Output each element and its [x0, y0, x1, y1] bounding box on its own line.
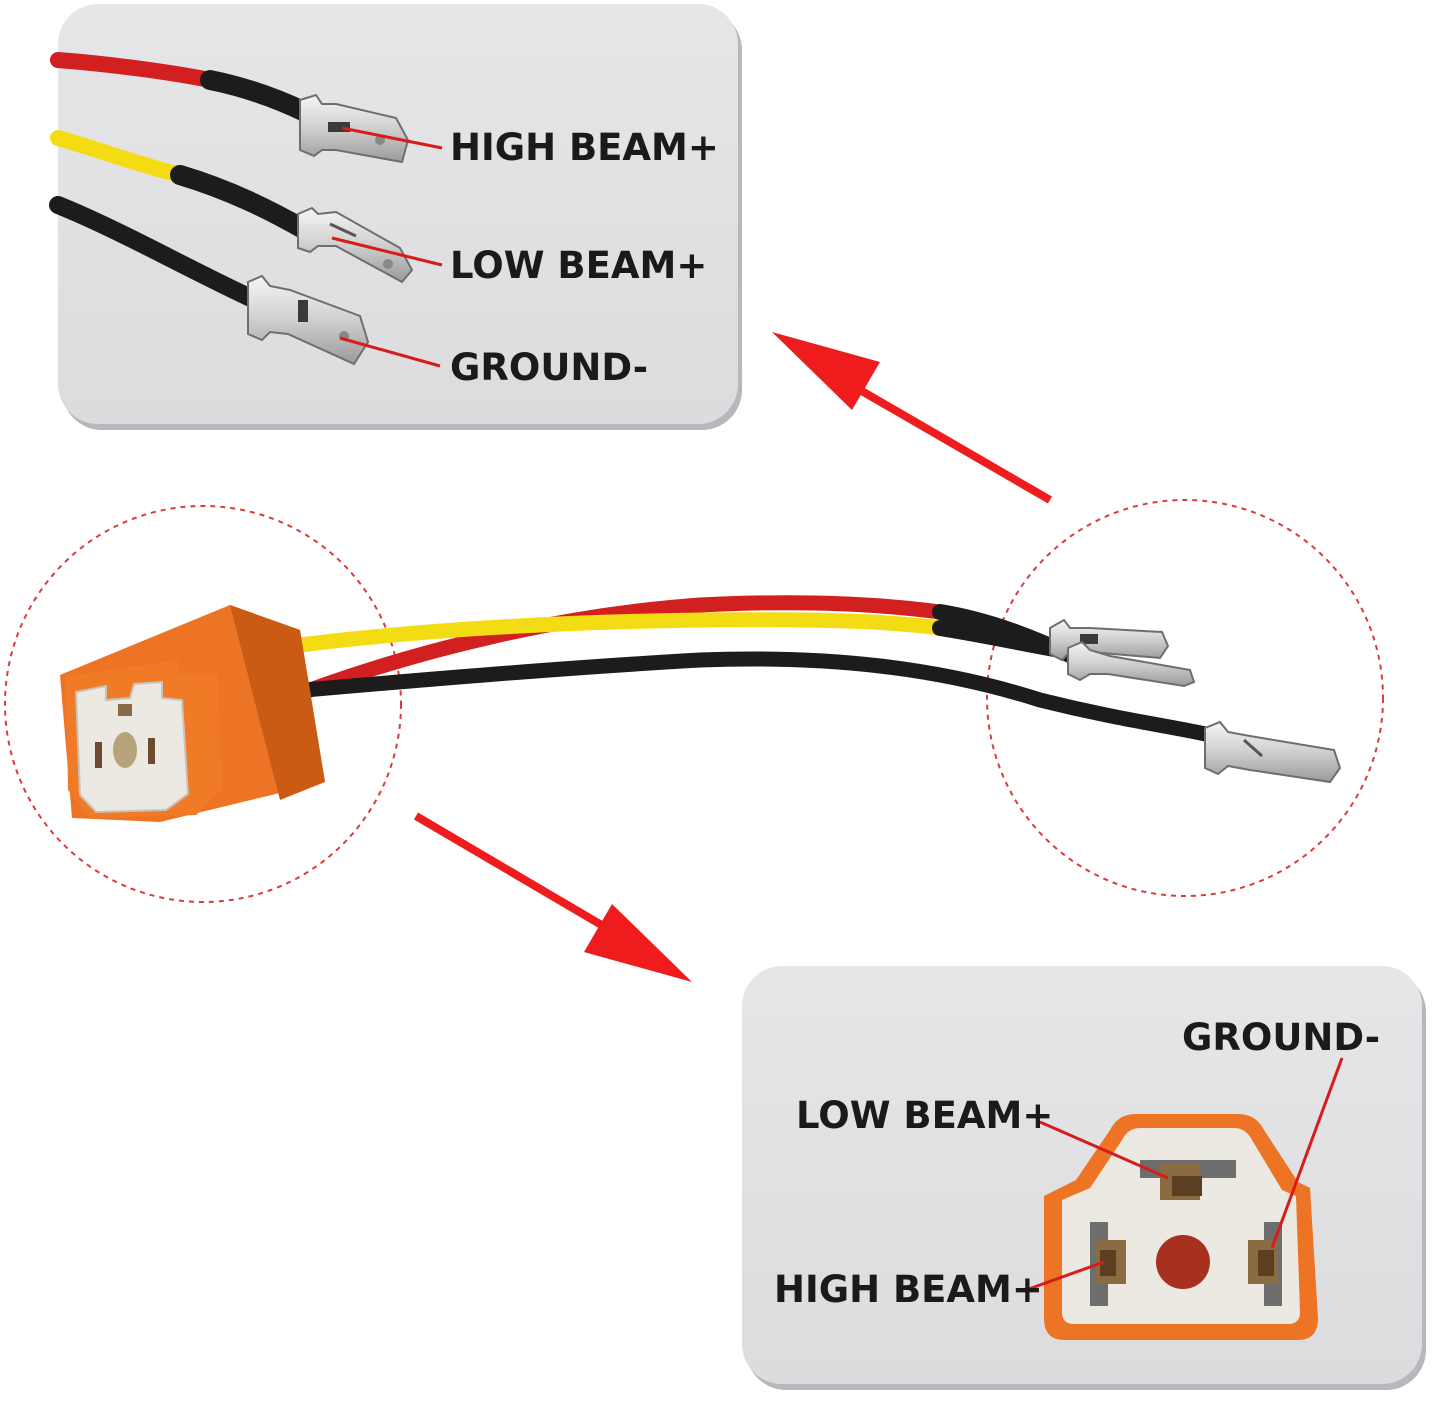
harness-connector: [60, 605, 325, 822]
bottom-leader-ground: [1270, 1057, 1344, 1249]
top-leader-low: [331, 236, 443, 267]
bottom-connector-face: [1044, 1114, 1318, 1340]
bottom-label-low-beam: LOW BEAM+: [796, 1094, 1053, 1137]
top-yellow-wire: [50, 130, 315, 240]
left-highlight-circle: [4, 505, 402, 903]
top-leader-ground: [339, 336, 441, 368]
top-leader-high: [341, 126, 443, 150]
bottom-label-ground: GROUND-: [1182, 1016, 1380, 1059]
harness-terminal-black: [1204, 720, 1342, 784]
right-highlight-circle: [986, 499, 1384, 897]
bottom-label-high-beam: HIGH BEAM+: [774, 1268, 1043, 1311]
top-terminal-high: [299, 93, 410, 164]
bottom-detail-panel: GROUND- LOW BEAM+ HIGH BEAM+: [742, 966, 1426, 1390]
top-label-high-beam: HIGH BEAM+: [450, 126, 719, 169]
top-detail-panel: HIGH BEAM+ LOW BEAM+ GROUND-: [49, 4, 742, 430]
bottom-leader-high: [1025, 1260, 1105, 1292]
arrow-to-bottom-panel: [413, 812, 692, 982]
top-label-low-beam: LOW BEAM+: [450, 244, 707, 287]
arrow-to-top-panel: [772, 332, 1053, 504]
top-red-wire: [50, 52, 315, 122]
bottom-leader-low: [1039, 1120, 1169, 1180]
top-black-wire: [49, 196, 264, 309]
top-label-ground: GROUND-: [450, 346, 648, 389]
harness-terminal-red: [1067, 640, 1196, 688]
